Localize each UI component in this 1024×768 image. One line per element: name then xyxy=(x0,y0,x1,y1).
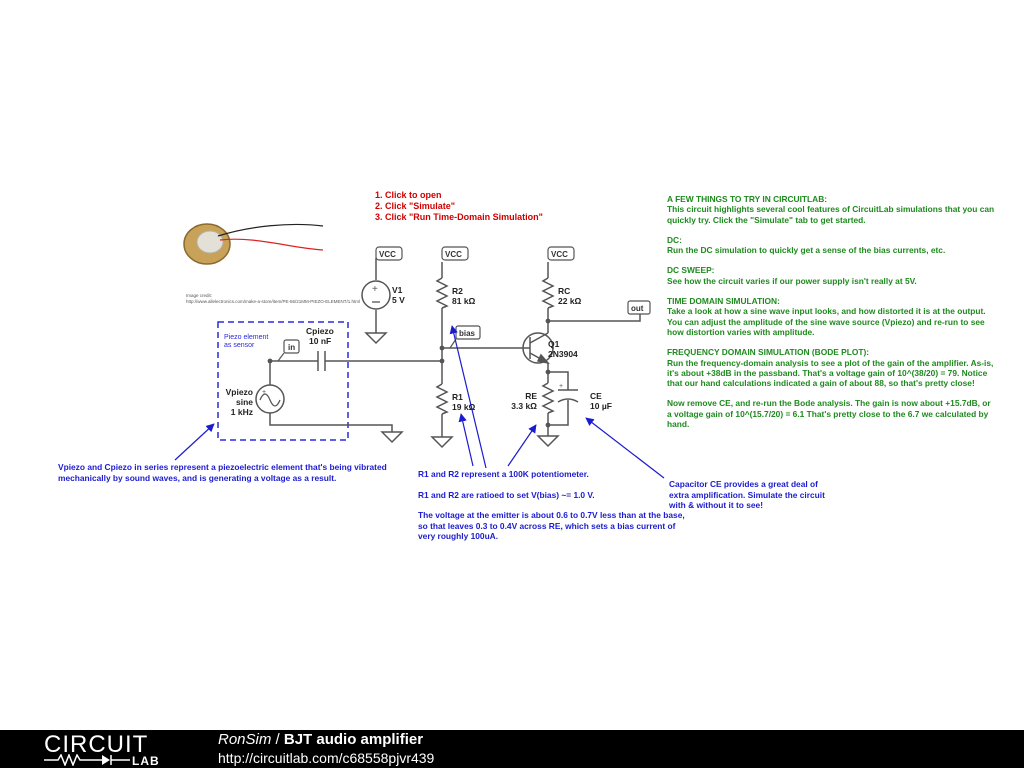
svg-text:bias: bias xyxy=(459,329,476,338)
re-name: RE xyxy=(525,391,537,401)
r1-name: R1 xyxy=(452,392,463,402)
vcc-tag-rc: VCC xyxy=(547,246,575,261)
logo-lab-text: LAB xyxy=(132,754,160,768)
image-credit: Image credit: http://www.allelectronics.… xyxy=(186,293,361,304)
rc-resistor xyxy=(541,277,555,309)
circuit-name: BJT audio amplifier xyxy=(283,731,424,748)
circuit-title[interactable]: RonSim / BJT audio amplifier xyxy=(218,731,424,748)
note-block: FREQUENCY DOMAIN SIMULATION (BODE PLOT):… xyxy=(667,347,994,389)
r2-resistor xyxy=(435,277,449,309)
vcc-tag-v1: VCC xyxy=(375,246,403,262)
vpiezo-value: 1 kHz xyxy=(231,407,253,417)
ce-name: CE xyxy=(590,391,602,401)
re-resistor xyxy=(541,382,555,414)
q1-name: Q1 xyxy=(548,339,560,349)
logo-resistor-icon xyxy=(44,754,130,766)
ground-symbol xyxy=(536,435,560,448)
rc-value: 22 kΩ xyxy=(558,296,582,306)
vcc-label: VCC xyxy=(379,250,396,259)
rc-name: RC xyxy=(558,286,570,296)
instruction-step-3[interactable]: 3. Click "Run Time-Domain Simulation" xyxy=(375,212,543,222)
r2-value: 81 kΩ xyxy=(452,296,476,306)
r1-value: 19 kΩ xyxy=(452,402,476,412)
svg-text:out: out xyxy=(631,304,644,313)
vpiezo-name: Vpiezo xyxy=(226,387,253,397)
svg-text:+: + xyxy=(372,284,378,295)
svg-text:in: in xyxy=(288,343,295,352)
cpiezo-name: Cpiezo xyxy=(306,326,334,336)
cpiezo-value: 10 nF xyxy=(309,336,331,346)
piezo-box-label-2: as sensor xyxy=(224,342,255,349)
note-block: A FEW THINGS TO TRY IN CIRCUITLAB:This c… xyxy=(667,194,995,225)
node-label-out: out xyxy=(627,300,651,315)
author-name: RonSim xyxy=(218,731,272,748)
schematic-canvas[interactable]: Piezo element as sensor xyxy=(0,0,1024,730)
piezo-disc-image xyxy=(183,223,324,265)
annotation-capacitor: Capacitor CE provides a great deal of ex… xyxy=(669,479,825,510)
vcc-label: VCC xyxy=(551,250,568,259)
q1-value: 2N3904 xyxy=(548,349,578,359)
note-block: DC SWEEP:See how the circuit varies if o… xyxy=(667,265,917,286)
instructions[interactable]: 1. Click to open 2. Click "Simulate" 3. … xyxy=(375,190,543,223)
junction-dots xyxy=(267,318,551,428)
svg-text:+: + xyxy=(559,383,563,390)
cpiezo-capacitor[interactable] xyxy=(317,351,326,371)
annotation-piezo: Vpiezo and Cpiezo in series represent a … xyxy=(58,462,387,483)
ground-symbol xyxy=(380,431,404,444)
r1-resistor xyxy=(435,383,449,415)
piezo-box-label-1: Piezo element xyxy=(224,334,268,341)
ce-capacitor[interactable]: + xyxy=(557,383,579,403)
note-block: DC:Run the DC simulation to quickly get … xyxy=(667,234,946,256)
q1-npn-transistor[interactable] xyxy=(522,332,554,365)
note-block: TIME DOMAIN SIMULATION:Take a look at ho… xyxy=(667,296,986,337)
node-label-in: in xyxy=(277,339,300,362)
vcc-tag-r2: VCC xyxy=(441,246,469,261)
instruction-step-2[interactable]: 2. Click "Simulate" xyxy=(375,201,456,211)
r2-name: R2 xyxy=(452,286,463,296)
ground-symbol xyxy=(364,332,388,345)
circuit-url-link[interactable]: http://circuitlab.com/c68558pjvr439 xyxy=(218,750,435,766)
annotation-divider: R1 and R2 represent a 100K potentiometer… xyxy=(418,469,685,541)
vpiezo-sine-source[interactable]: + xyxy=(255,384,285,414)
annotation-arrows xyxy=(174,325,665,479)
piezo-sensor-box xyxy=(217,321,349,441)
v1-value: 5 V xyxy=(392,295,405,305)
v1-name: V1 xyxy=(392,285,403,295)
vpiezo-type: sine xyxy=(236,397,253,407)
svg-text:+: + xyxy=(262,389,266,396)
vcc-label: VCC xyxy=(445,250,462,259)
instruction-step-1[interactable]: 1. Click to open xyxy=(375,190,442,200)
ground-symbol xyxy=(430,436,454,449)
ce-value: 10 µF xyxy=(590,401,612,411)
re-value: 3.3 kΩ xyxy=(511,401,537,411)
v1-dc-source[interactable]: + xyxy=(361,280,391,310)
tips-notes: A FEW THINGS TO TRY IN CIRCUITLAB:This c… xyxy=(667,194,997,439)
footer-bar: CIRCUIT LAB RonSim / BJT audio amplifier… xyxy=(0,730,1024,768)
logo-circuit-text: CIRCUIT xyxy=(44,731,149,758)
note-block: Now remove CE, and re-run the Bode analy… xyxy=(667,398,991,430)
